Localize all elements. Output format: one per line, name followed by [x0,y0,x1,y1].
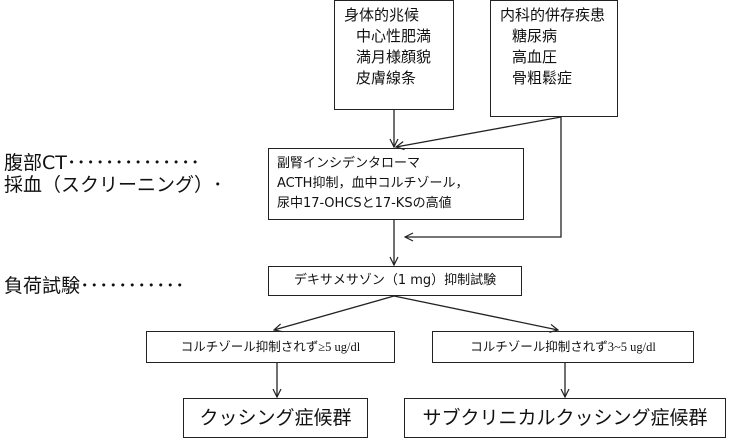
cortisol-unsuppressed-high-box: コルチゾール抑制されず≥5 ug/dl [146,331,395,363]
connector-comorbidities-right [405,117,562,237]
incidentaloma-line: 副腎インシデンタローマ [277,156,421,171]
physical-sign-item: 中心性肥満 [356,27,432,45]
physical-sign-item: 満月様顔貌 [356,48,432,66]
subclinical-cushing-box: サブクリニカルクッシング症候群 [404,398,726,438]
stage-label-load-test: 負荷試験･･･････････ [4,275,185,297]
comorbidity-item: 高血圧 [512,48,558,66]
stage-label-abdominal-ct: 腹部CT･･････････････ [4,152,200,174]
arrow-comorbidities-to-incidentaloma [396,116,562,147]
cortisol-high-label: コルチゾール抑制されず [180,339,319,354]
arrow-dex-to-cortisol-mid [393,295,558,330]
arrow-dex-to-cortisol-high [274,295,395,330]
physical-sign-item: 皮膚線条 [356,69,417,87]
cortisol-unsuppressed-mid-box: コルチゾール抑制されず3~5 ug/dl [432,331,694,363]
cortisol-mid-value: 3~5 ug/dl [607,340,656,354]
comorbidities-box: 内科的併存疾患 糖尿病 高血圧 骨粗鬆症 [490,0,618,117]
comorbidity-item: 糖尿病 [512,27,558,45]
stage-label-blood-screening: 採血（スクリーニング）･ [4,174,223,196]
comorbidity-item: 骨粗鬆症 [512,69,573,87]
comorbidities-title: 内科的併存疾患 [500,6,606,24]
incidentaloma-line: ACTH抑制，血中コルチゾール， [277,176,469,191]
cortisol-high-value: ≥5 ug/dl [318,340,361,354]
dexamethasone-test-box: デキサメサゾン（1 mg）抑制試験 [268,266,522,296]
physical-signs-box: 身体的兆候 中心性肥満 満月様顔貌 皮膚線条 [334,0,454,110]
incidentaloma-line: 尿中17-OHCSと17-KSの高値 [277,196,452,211]
cortisol-mid-label: コルチゾール抑制されず [470,339,608,354]
physical-signs-title: 身体的兆候 [344,6,420,24]
cushing-syndrome-box: クッシング症候群 [183,398,368,438]
